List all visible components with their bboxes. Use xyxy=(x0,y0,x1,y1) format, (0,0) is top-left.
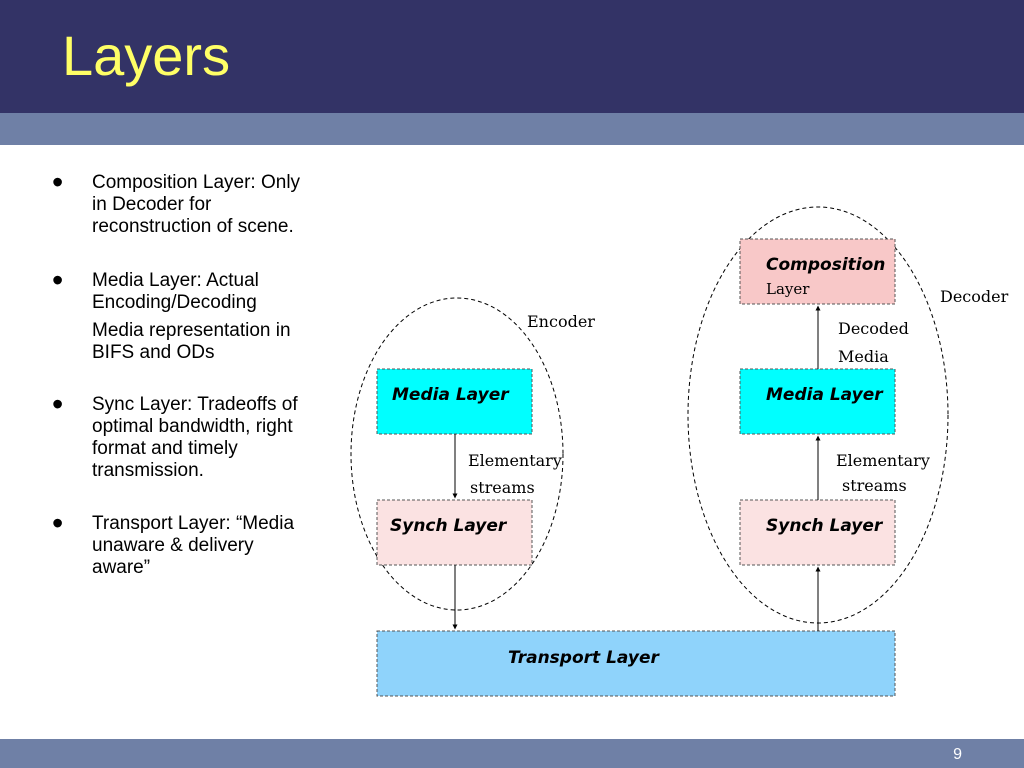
decoded-media-label-line1: Decoded xyxy=(838,319,909,338)
encoder-streams-label-line2: streams xyxy=(470,478,535,497)
bullet-transport-layer: Transport Layer: “Media unaware & delive… xyxy=(52,507,302,579)
bullet-sync-layer: Sync Layer: Tradeoffs of optimal bandwid… xyxy=(52,388,302,482)
decoder-synch-layer-label: Synch Layer xyxy=(766,516,884,536)
decoder-streams-label-line1: Elementary xyxy=(836,451,930,470)
composition-layer-box xyxy=(739,238,896,305)
encoder-media-layer-label: Media Layer xyxy=(392,385,510,405)
bullet-text: Sync Layer: Tradeoffs of optimal bandwid… xyxy=(92,394,298,481)
transport-layer-label: Transport Layer xyxy=(508,648,660,668)
encoder-media-layer-box xyxy=(376,368,533,435)
bullet-media-layer: Media Layer: Actual Encoding/Decoding Me… xyxy=(52,264,302,364)
decoded-media-label-line2: Media xyxy=(838,347,889,366)
title-bar xyxy=(0,0,1024,113)
footer-band xyxy=(0,739,1024,768)
composition-layer-sublabel: Layer xyxy=(766,280,810,298)
bullet-list: Composition Layer: Only in Decoder for r… xyxy=(52,166,302,579)
title-underline-band xyxy=(0,113,1024,145)
bullet-subtext: Media representation in BIFS and ODs xyxy=(92,320,291,363)
encoder-label: Encoder xyxy=(527,312,595,331)
encoder-synch-layer-label: Synch Layer xyxy=(390,516,508,536)
bullet-text: Media Layer: Actual Encoding/Decoding xyxy=(92,270,259,313)
decoder-synch-layer-box xyxy=(739,499,896,566)
decoder-media-layer-box xyxy=(739,368,896,435)
bullet-text: Composition Layer: Only in Decoder for r… xyxy=(92,172,301,237)
encoder-streams-label-line1: Elementary xyxy=(468,451,562,470)
encoder-synch-layer-box xyxy=(376,499,533,566)
bullet-composition-layer: Composition Layer: Only in Decoder for r… xyxy=(52,166,302,238)
composition-layer-label: Composition xyxy=(766,255,885,275)
encoder-ellipse xyxy=(350,297,564,611)
slide-title: Layers xyxy=(62,24,231,87)
decoder-streams-label-line2: streams xyxy=(842,476,907,495)
decoder-label: Decoder xyxy=(940,287,1009,306)
page-number: 9 xyxy=(953,746,962,763)
bullet-text: Transport Layer: “Media unaware & delive… xyxy=(92,513,295,578)
decoder-media-layer-label: Media Layer xyxy=(766,385,884,405)
transport-layer-box xyxy=(376,630,896,697)
